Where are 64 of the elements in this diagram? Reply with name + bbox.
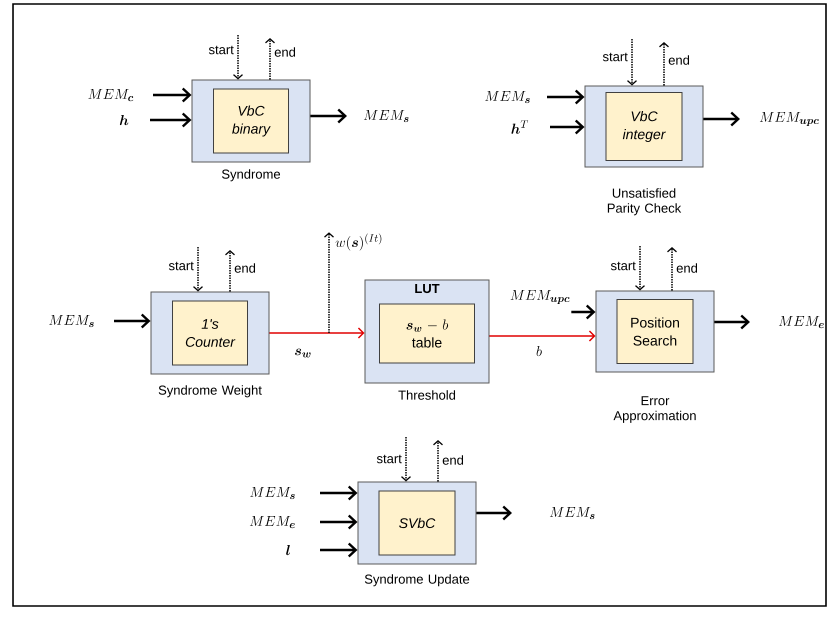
core-box: 1's Counter [172, 300, 248, 366]
arrow [114, 314, 150, 328]
arrow [150, 112, 192, 128]
arrow [310, 108, 347, 124]
signal-name: $MEM_{\boldsymbol{s}}$ [550, 507, 594, 520]
arrow [153, 88, 192, 102]
core-box: SVbC [378, 490, 456, 556]
core-box: Position Search [616, 299, 694, 364]
arrow [320, 514, 358, 530]
signal-name: $w(\boldsymbol{s})^{(It)}$ [336, 234, 382, 251]
signal-name: $MEM_{\boldsymbol{upc}}$ [510, 290, 570, 304]
edge-label: $b$ [535, 345, 543, 357]
dotted-arrow [659, 42, 669, 86]
dotted-arrow [324, 232, 334, 333]
node-label: Syndrome [222, 169, 280, 182]
dotted-arrow [233, 35, 243, 80]
signal-name: $MEM_{\boldsymbol{s}}$ [485, 91, 530, 104]
dotted-arrow [193, 247, 203, 292]
edge-label: start [602, 52, 629, 62]
edge-label: start [376, 454, 403, 464]
edge-label: end [675, 262, 699, 274]
edge-label: start [610, 260, 637, 272]
node-label: Error Approximation [613, 396, 696, 423]
signal-name: $MEM_{\boldsymbol{s}}$ [364, 110, 408, 122]
edge-label: end [233, 262, 257, 274]
dotted-arrow [433, 440, 443, 482]
dotted-arrow [667, 247, 677, 290]
arrow [320, 542, 358, 558]
signal-name: $\boldsymbol{l}$ [286, 545, 290, 556]
arrow [320, 486, 358, 500]
node-label: Syndrome Update [364, 574, 470, 586]
node-label: Threshold [398, 390, 456, 400]
edge-label: end [441, 454, 465, 466]
arrow [704, 112, 740, 126]
edge-label: end [667, 54, 691, 66]
signal-name: $\boldsymbol{h}$ [120, 115, 128, 126]
signal-name: $MEM_{\boldsymbol{s}}$ [49, 315, 94, 328]
signal-name: $MEM_{\boldsymbol{c}}$ [88, 89, 134, 102]
arrow [550, 120, 584, 134]
core-box: $\boldsymbol{s_w}-b$ table [379, 304, 475, 364]
edge-label: start [208, 44, 235, 56]
signal-name: $MEM_{\boldsymbol{upc}}$ [760, 112, 819, 126]
node-label: Syndrome Weight [158, 385, 262, 398]
signal-name: $\boldsymbol{h}^{T}$ [512, 120, 528, 134]
signal-arrow [490, 330, 596, 342]
arrow [714, 314, 750, 330]
signal-name: $MEM_{\boldsymbol{s}}$ [250, 487, 295, 500]
node-label: Unsatisfied Parity Check [608, 188, 682, 216]
dotted-arrow [635, 246, 645, 290]
core-box: VbC integer [606, 92, 682, 161]
arrow [547, 90, 584, 104]
edge-label: start [168, 260, 195, 272]
arrow [571, 304, 596, 320]
dotted-arrow [225, 250, 235, 292]
arrow [476, 506, 512, 520]
dotted-arrow [401, 437, 411, 482]
edge-label: $\boldsymbol{s_w}$ [293, 348, 313, 358]
signal-name: $MEM_{\boldsymbol{e}}$ [778, 316, 824, 328]
core-box: VbC binary [213, 88, 289, 154]
dotted-arrow [627, 39, 637, 86]
signal-name: $MEM_{\boldsymbol{e}}$ [250, 516, 295, 528]
signal-arrow [270, 327, 364, 339]
edge-label: end [273, 46, 297, 58]
dotted-arrow [265, 38, 275, 80]
